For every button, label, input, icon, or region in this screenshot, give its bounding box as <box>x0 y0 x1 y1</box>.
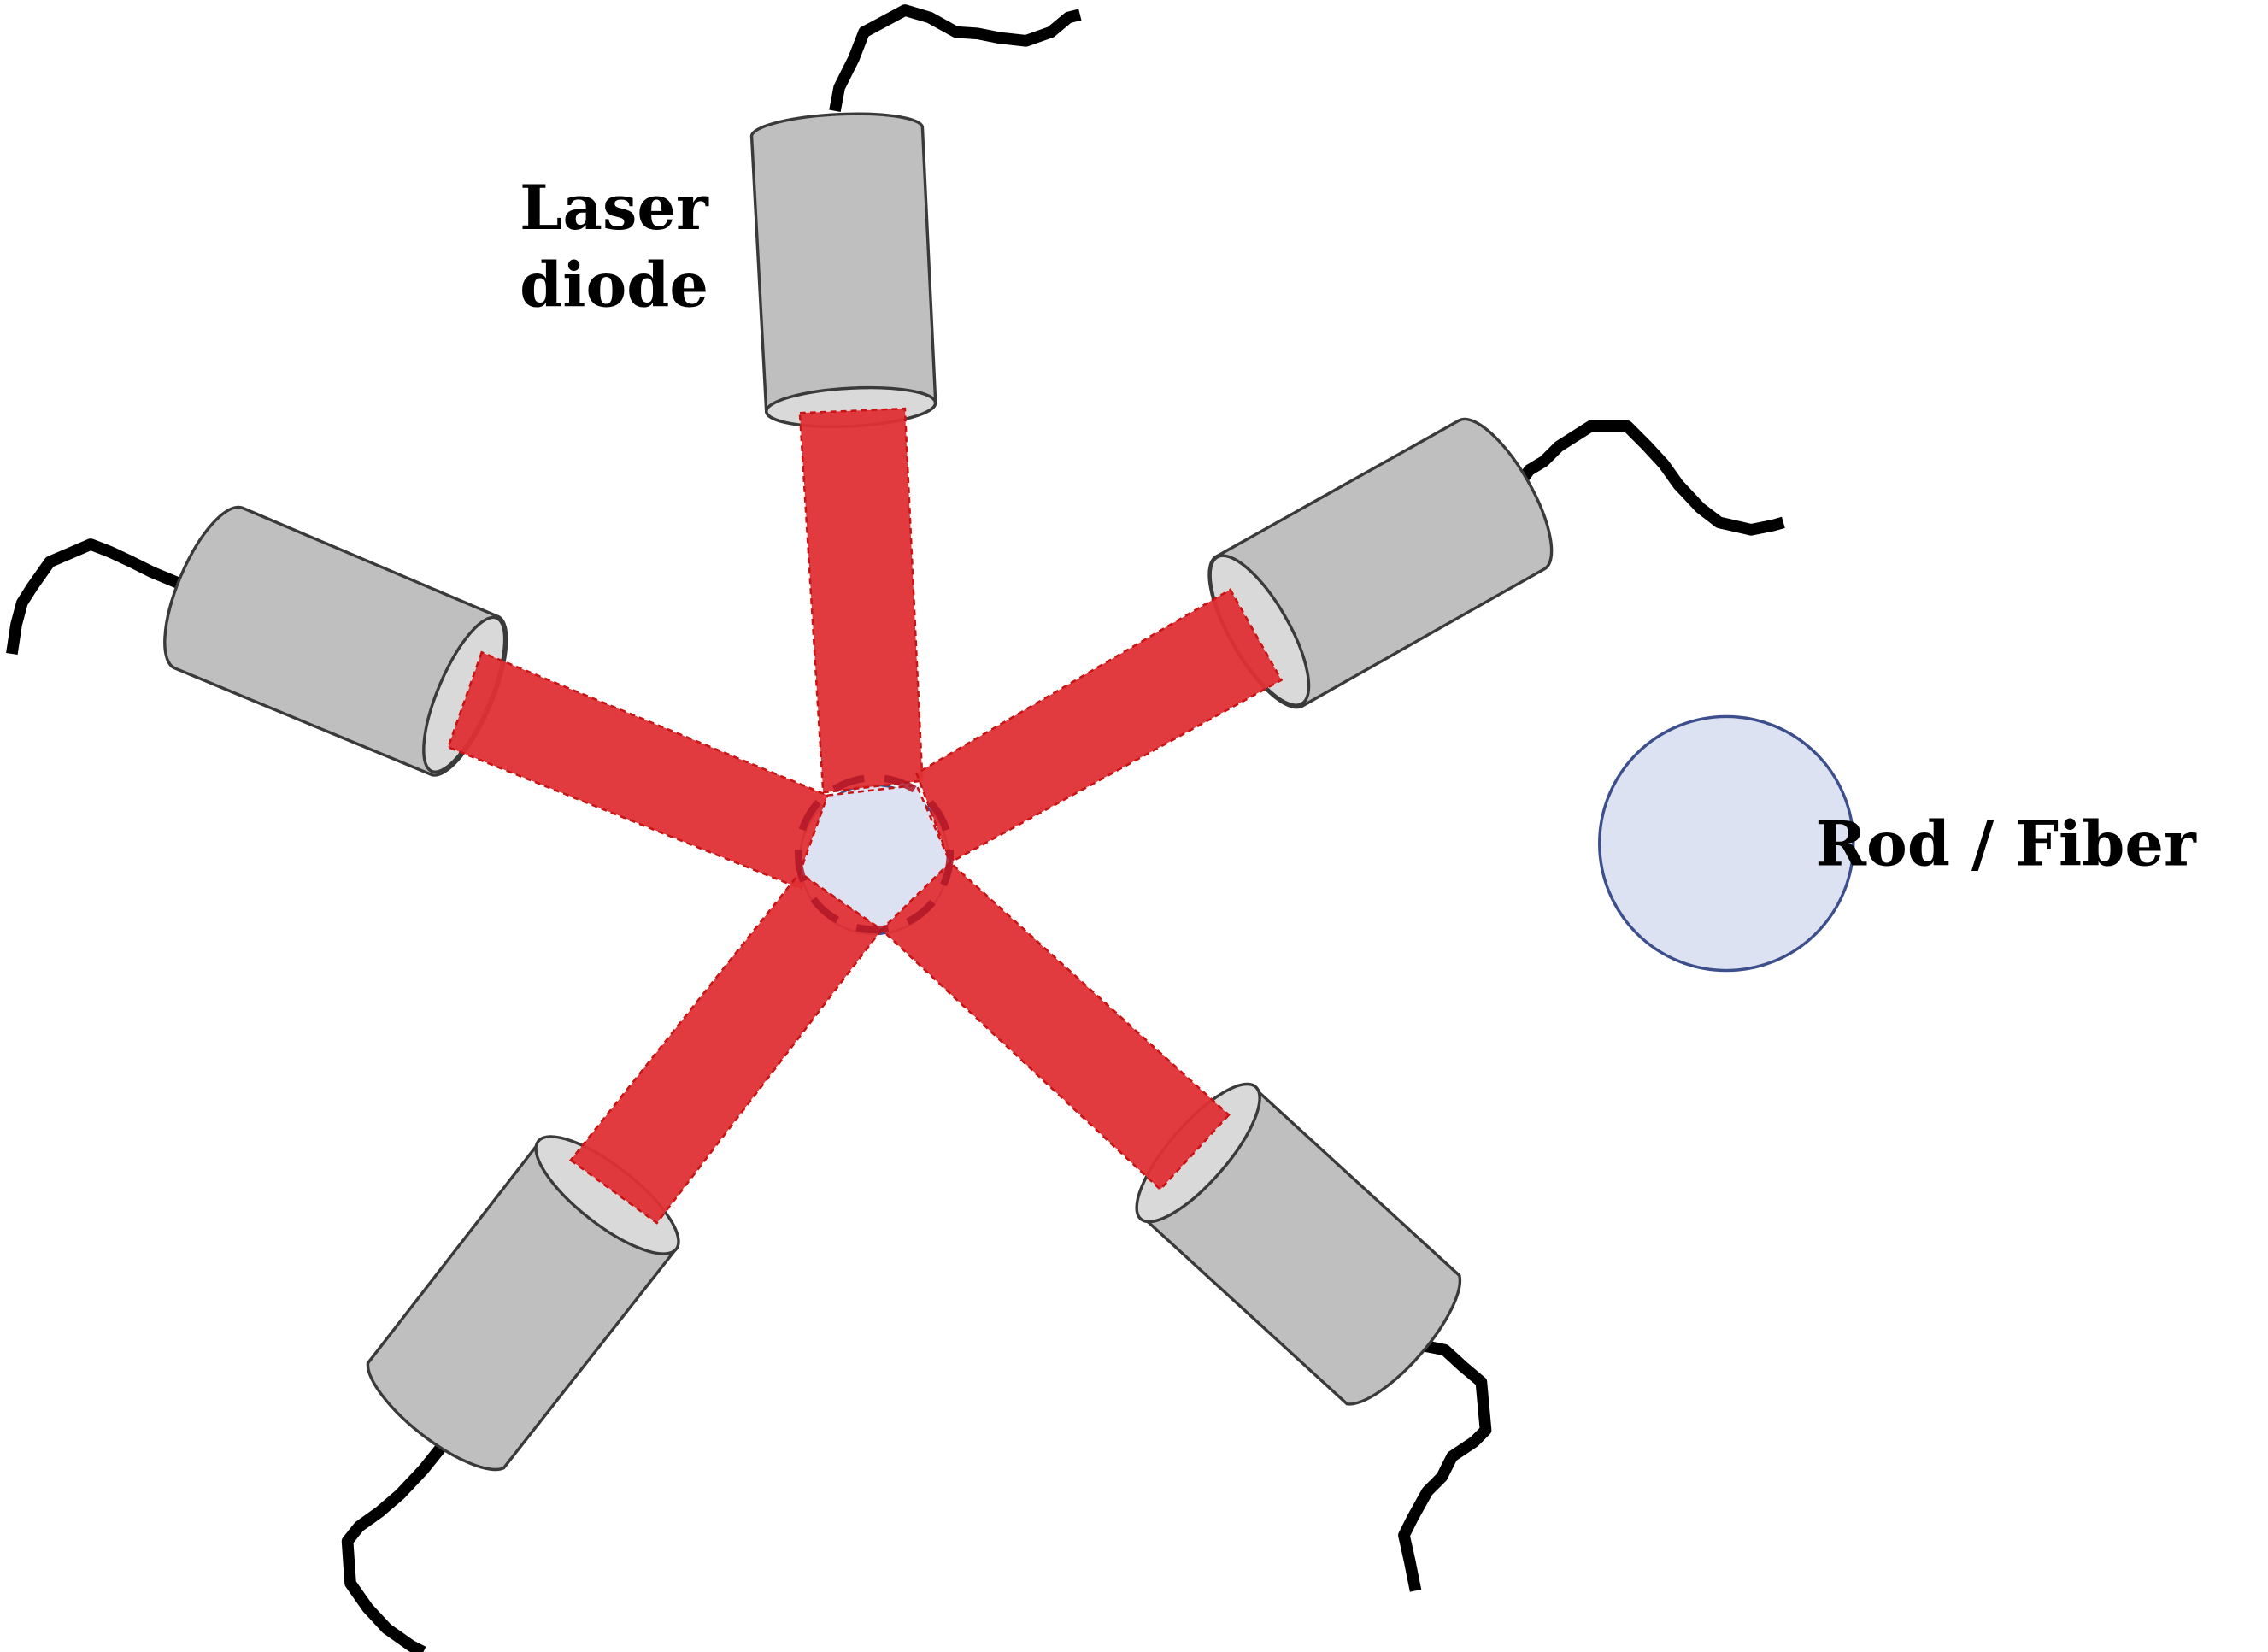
laser-diode-label-line1: Laser <box>520 172 709 244</box>
beam-upper-right <box>914 588 1284 865</box>
beam-top <box>798 407 924 794</box>
wire-top <box>829 4 1082 113</box>
beam-upper-left <box>446 650 829 891</box>
wire-lower-left <box>341 1443 446 1652</box>
beam-overlap-center <box>794 773 955 934</box>
rod-fiber <box>1598 714 1855 973</box>
wires <box>6 4 1785 1652</box>
rod-fiber-circle <box>1598 714 1855 973</box>
wire-lower-right <box>1398 1339 1492 1592</box>
beam-lower-right <box>879 861 1231 1191</box>
wire-upper-left <box>6 538 190 656</box>
beam-lower-left <box>569 871 884 1225</box>
wire-upper-right <box>1513 420 1785 536</box>
pump-beams <box>446 407 1284 1225</box>
rod-fiber-label: Rod / Fiber <box>1815 808 2197 880</box>
laser-diode-label-line2: diode <box>520 250 708 321</box>
laser-diode-top <box>749 112 937 428</box>
